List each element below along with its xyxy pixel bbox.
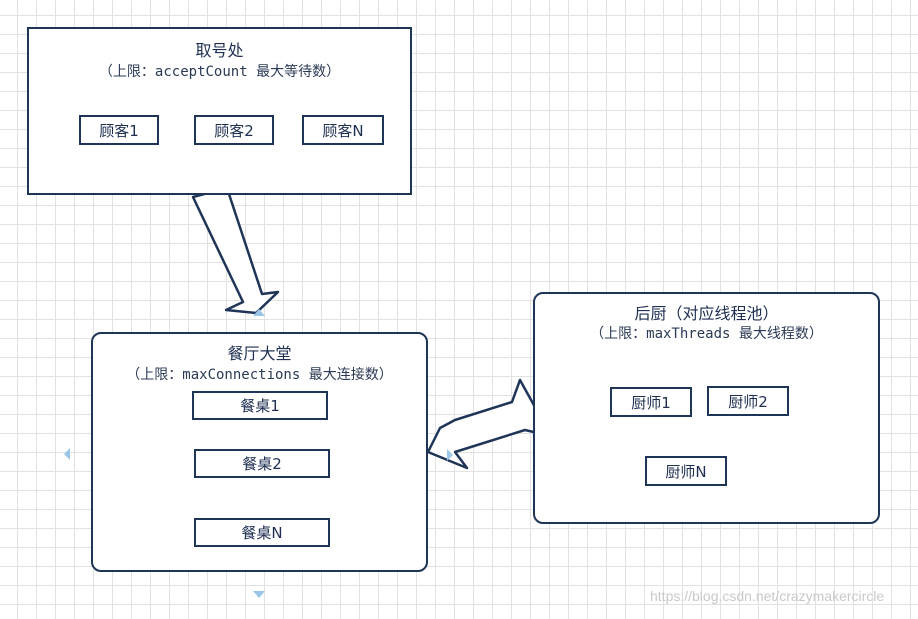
- hint-triangle-bottom: [253, 591, 265, 598]
- chef-1: 厨师1: [610, 387, 692, 417]
- ticket-area-subtitle: （上限：acceptCount 最大等待数）: [98, 64, 341, 80]
- arrow-ticket-to-hall: [191, 186, 280, 315]
- chef-2: 厨师2: [707, 386, 789, 416]
- kitchen-title: 后厨（对应线程池）: [634, 304, 779, 323]
- kitchen-subtitle: （上限：maxThreads 最大线程数）: [590, 326, 823, 342]
- watermark-text: https://blog.csdn.net/crazymakercircle: [650, 588, 885, 604]
- hint-triangle-left: [64, 448, 70, 460]
- customer-n: 顾客N: [302, 115, 384, 145]
- customer-2: 顾客2: [194, 115, 274, 145]
- chef-n: 厨师N: [645, 456, 727, 486]
- table-n: 餐桌N: [194, 518, 330, 547]
- ticket-area-title: 取号处: [195, 41, 244, 60]
- table-1: 餐桌1: [192, 391, 328, 420]
- ticket-area-box: 取号处 （上限：acceptCount 最大等待数）: [27, 27, 412, 195]
- hint-triangle-right: [447, 449, 453, 461]
- table-2: 餐桌2: [194, 449, 330, 478]
- arrow-kitchen-to-hall: [426, 378, 553, 470]
- hint-triangle-top: [253, 309, 265, 316]
- customer-1: 顾客1: [79, 115, 159, 145]
- dining-hall-title: 餐厅大堂: [227, 344, 292, 363]
- dining-hall-subtitle: （上限：maxConnections 最大连接数）: [126, 367, 393, 383]
